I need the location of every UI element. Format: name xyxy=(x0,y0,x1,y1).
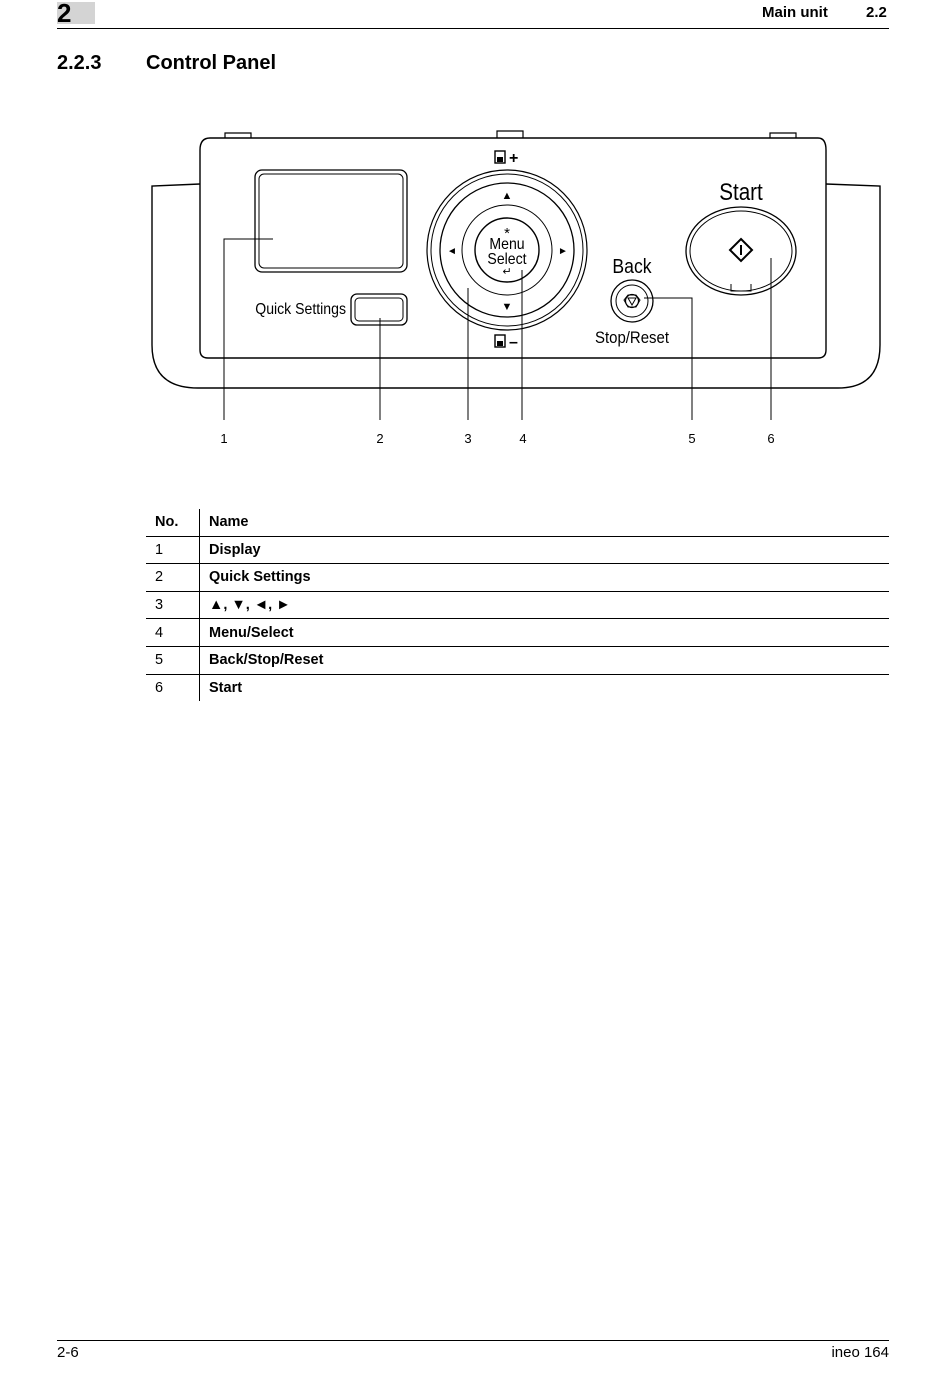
table-row: 3 ▲, ▼, ◄, ► xyxy=(146,591,889,619)
table-row: 4 Menu/Select xyxy=(146,618,889,647)
callout-leader-lines xyxy=(223,238,772,420)
column-header-name: Name xyxy=(209,514,249,531)
footer-product-name: ineo 164 xyxy=(831,1344,889,1361)
row-name: Back/Stop/Reset xyxy=(209,652,324,669)
start-button[interactable] xyxy=(685,206,797,296)
table-row: 6 Start xyxy=(146,674,889,702)
menu-label: Menu xyxy=(489,235,524,253)
start-diamond-icon xyxy=(728,237,754,263)
stop-icon xyxy=(623,294,641,308)
column-header-no: No. xyxy=(146,509,200,537)
down-arrow-icon[interactable]: ▼ xyxy=(502,301,513,313)
table-header-row: No. Name xyxy=(146,509,889,537)
callout-6: 6 xyxy=(767,431,775,446)
callout-2: 2 xyxy=(376,431,384,446)
menu-select-button[interactable] xyxy=(474,217,540,283)
star-icon: * xyxy=(504,225,510,242)
table-row: 5 Back/Stop/Reset xyxy=(146,646,889,675)
callout-4: 4 xyxy=(519,431,527,446)
plus-label: + xyxy=(509,150,518,167)
row-name: Quick Settings xyxy=(209,569,311,586)
start-label: Start xyxy=(719,179,763,206)
table-row: 1 Display xyxy=(146,536,889,564)
section-number: 2.2.3 xyxy=(57,52,102,74)
row-name: Menu/Select xyxy=(209,624,294,641)
row-no: 4 xyxy=(146,618,200,647)
footer-page-number: 2-6 xyxy=(57,1344,79,1361)
select-label: Select xyxy=(487,250,527,268)
header-section-number: 2.2 xyxy=(866,4,887,21)
right-arrow-icon[interactable]: ► xyxy=(558,246,568,257)
footer-rule xyxy=(57,1340,889,1341)
control-panel-illustration: Quick Settings ▲ ▼ ◄ ► * Menu Select ↵ +… xyxy=(151,130,881,420)
header-rule xyxy=(57,28,889,29)
enter-icon: ↵ xyxy=(502,266,511,278)
stop-reset-label: Stop/Reset xyxy=(595,329,669,347)
row-name: Display xyxy=(209,541,261,558)
minus-label: – xyxy=(509,334,518,351)
row-no: 5 xyxy=(146,646,200,675)
row-no: 1 xyxy=(146,536,200,564)
row-no: 3 xyxy=(146,591,200,619)
row-no: 2 xyxy=(146,563,200,592)
parts-table: No. Name 1 Display 2 Quick Settings 3 ▲,… xyxy=(146,509,889,702)
display xyxy=(254,169,408,273)
row-name: Start xyxy=(209,679,243,696)
callout-1: 1 xyxy=(220,431,228,446)
chapter-tab xyxy=(57,2,95,24)
row-no: 6 xyxy=(146,674,200,702)
left-arrow-icon[interactable]: ◄ xyxy=(447,246,457,257)
page-plus-icon xyxy=(494,150,506,164)
quick-settings-label: Quick Settings xyxy=(255,300,346,318)
navigation-pad xyxy=(426,169,588,331)
table-row: 2 Quick Settings xyxy=(146,563,889,592)
callout-3: 3 xyxy=(464,431,472,446)
chapter-number: 2 xyxy=(57,0,72,28)
section-title: Control Panel xyxy=(146,52,277,74)
row-name: ▲, ▼, ◄, ► xyxy=(209,597,291,614)
callout-5: 5 xyxy=(688,431,696,446)
quick-settings-button[interactable] xyxy=(350,293,408,326)
header-section-title: Main unit xyxy=(762,4,828,21)
back-label: Back xyxy=(612,255,652,277)
page-minus-icon xyxy=(494,334,506,348)
stop-reset-button[interactable] xyxy=(610,279,654,323)
up-arrow-icon[interactable]: ▲ xyxy=(502,190,513,202)
